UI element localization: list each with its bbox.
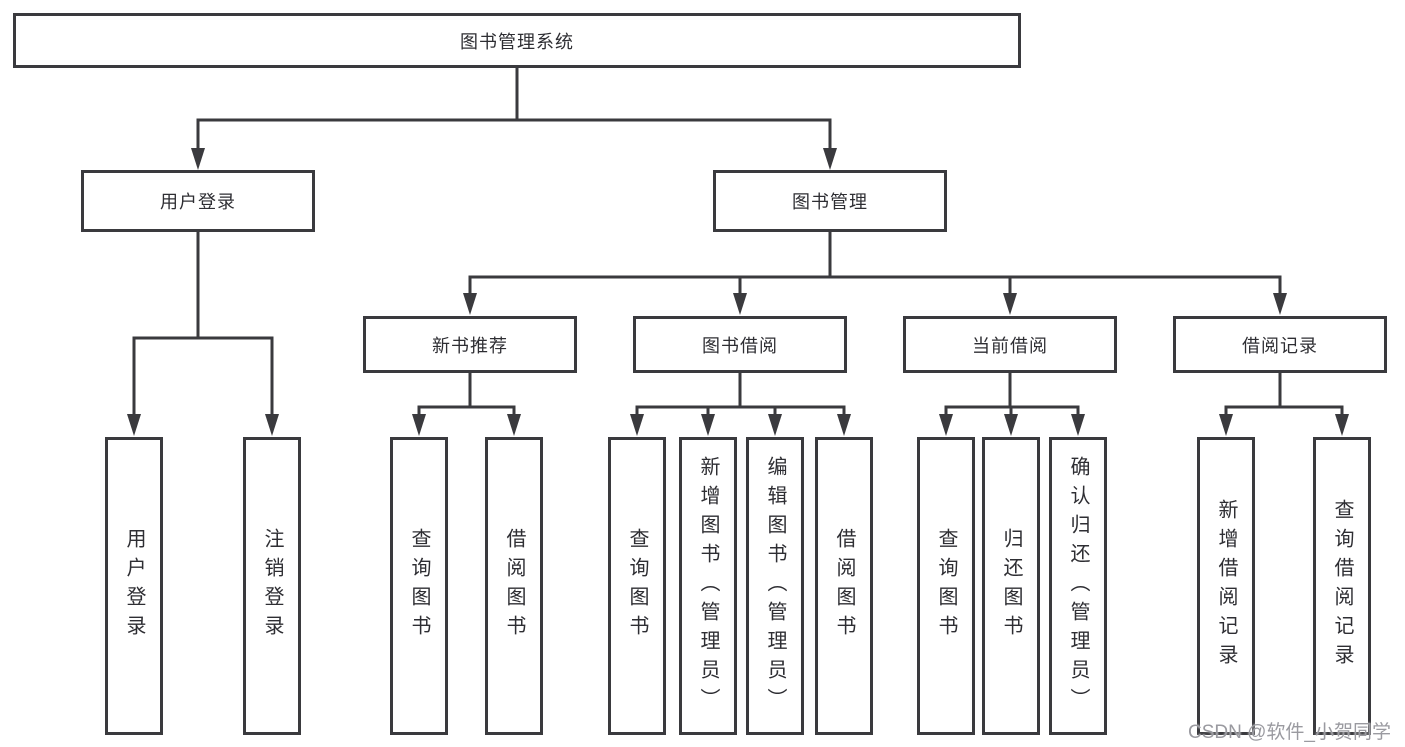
node-book-mgmt-label: 图书管理 bbox=[792, 192, 868, 212]
node-user-login: 用户登录 bbox=[81, 170, 315, 232]
leaf-records-query: 查询借阅记录 bbox=[1313, 437, 1371, 735]
leaf-current-query-label: 查询图书 bbox=[935, 528, 957, 644]
leaf-newbooks-query: 查询图书 bbox=[390, 437, 448, 735]
leaf-current-return: 归还图书 bbox=[982, 437, 1040, 735]
leaf-borrow-edit-admin: 编辑图书（管理员） bbox=[746, 437, 804, 735]
leaf-user-login: 用户登录 bbox=[105, 437, 163, 735]
node-borrow-records: 借阅记录 bbox=[1173, 316, 1387, 373]
leaf-newbooks-query-label: 查询图书 bbox=[408, 528, 430, 644]
node-current-borrow: 当前借阅 bbox=[903, 316, 1117, 373]
leaf-borrow-borrow-label: 借阅图书 bbox=[833, 528, 855, 644]
node-user-login-label: 用户登录 bbox=[160, 192, 236, 212]
leaf-current-confirm-admin-label: 确认归还（管理员） bbox=[1067, 455, 1089, 717]
node-borrow-records-label: 借阅记录 bbox=[1242, 335, 1318, 356]
leaf-borrow-query: 查询图书 bbox=[608, 437, 666, 735]
leaf-user-login-label: 用户登录 bbox=[123, 528, 145, 644]
watermark: CSDN @软件_小贺同学 bbox=[1188, 722, 1391, 743]
leaf-borrow-borrow: 借阅图书 bbox=[815, 437, 873, 735]
leaf-current-return-label: 归还图书 bbox=[1000, 528, 1022, 644]
arrowhead-icons bbox=[127, 148, 1349, 436]
leaf-borrow-add-admin: 新增图书（管理员） bbox=[679, 437, 737, 735]
leaf-borrow-add-admin-label: 新增图书（管理员） bbox=[697, 455, 719, 717]
node-new-books: 新书推荐 bbox=[363, 316, 577, 373]
leaf-current-query: 查询图书 bbox=[917, 437, 975, 735]
leaf-borrow-query-label: 查询图书 bbox=[626, 528, 648, 644]
leaf-newbooks-borrow: 借阅图书 bbox=[485, 437, 543, 735]
leaf-current-confirm-admin: 确认归还（管理员） bbox=[1049, 437, 1107, 735]
node-root-label: 图书管理系统 bbox=[460, 31, 574, 52]
leaf-records-add: 新增借阅记录 bbox=[1197, 437, 1255, 735]
leaf-borrow-edit-admin-label: 编辑图书（管理员） bbox=[764, 455, 786, 717]
node-current-borrow-label: 当前借阅 bbox=[972, 335, 1048, 356]
leaf-newbooks-borrow-label: 借阅图书 bbox=[503, 528, 525, 644]
node-book-borrow-label: 图书借阅 bbox=[702, 335, 778, 356]
node-book-borrow: 图书借阅 bbox=[633, 316, 847, 373]
node-root: 图书管理系统 bbox=[13, 13, 1021, 68]
leaf-logout-label: 注销登录 bbox=[261, 528, 283, 644]
leaf-records-query-label: 查询借阅记录 bbox=[1331, 499, 1353, 673]
node-new-books-label: 新书推荐 bbox=[432, 335, 508, 356]
node-book-mgmt: 图书管理 bbox=[713, 170, 947, 232]
leaf-logout: 注销登录 bbox=[243, 437, 301, 735]
leaf-records-add-label: 新增借阅记录 bbox=[1215, 499, 1237, 673]
